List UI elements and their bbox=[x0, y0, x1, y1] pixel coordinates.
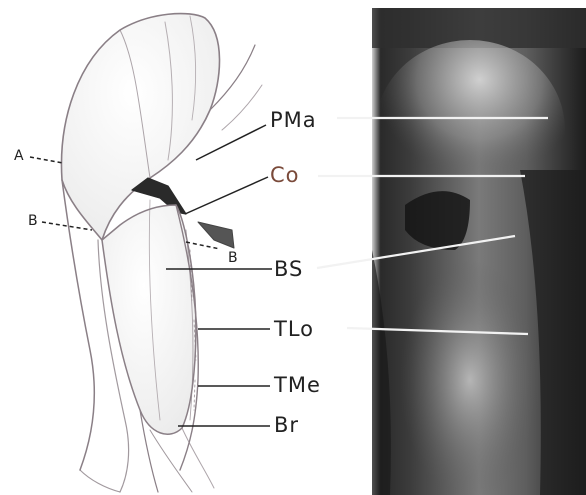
leader-a bbox=[30, 157, 63, 163]
label-a: A bbox=[14, 149, 25, 163]
label-b-right: B bbox=[228, 251, 239, 265]
deltoid-muscle bbox=[61, 14, 219, 240]
photo-arm-highlight bbox=[400, 260, 540, 495]
label-pma: PMa bbox=[270, 110, 317, 131]
label-co: Co bbox=[270, 165, 300, 186]
label-tme: TMe bbox=[274, 375, 321, 396]
label-bs: BS bbox=[274, 259, 303, 280]
leader-b-right bbox=[186, 242, 220, 249]
leader-pma bbox=[196, 125, 266, 160]
tendon-wedge bbox=[198, 222, 234, 248]
leader-b-left bbox=[42, 222, 92, 230]
label-b-left: B bbox=[28, 214, 39, 228]
label-br: Br bbox=[274, 415, 299, 436]
leader-co bbox=[185, 177, 268, 214]
label-tlo: TLo bbox=[274, 319, 314, 340]
photograph-panel bbox=[317, 8, 586, 495]
